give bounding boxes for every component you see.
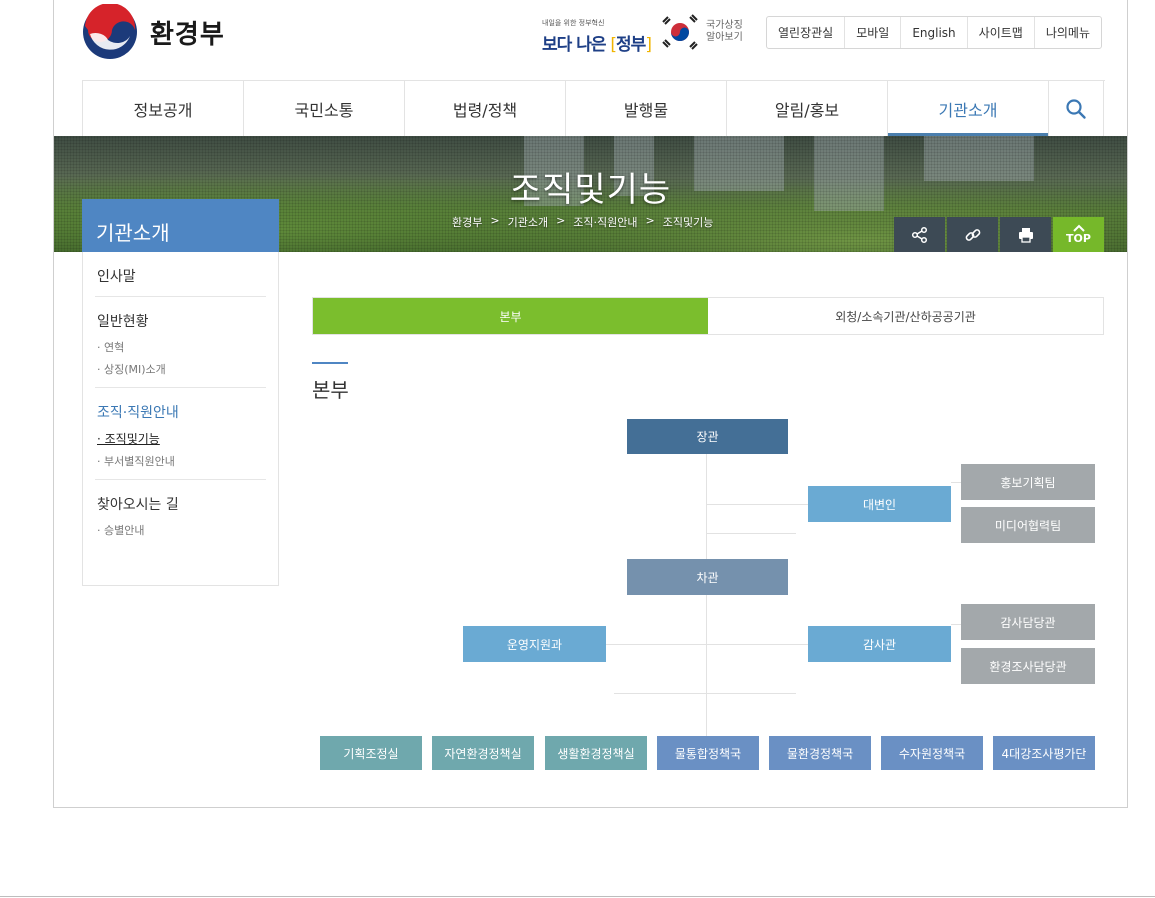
breadcrumb-about[interactable]: 기관소개 [507,216,549,229]
org-connector [951,624,961,625]
copy-link-button[interactable] [947,217,998,252]
print-icon [1018,227,1033,243]
section-title-bar [312,362,348,364]
tab-headquarters[interactable]: 본부 [313,298,708,334]
org-auditor-general[interactable]: 감사관 [808,626,951,662]
side-menu-greeting[interactable]: 인사말 [97,269,136,285]
org-vice-minister[interactable]: 차관 [627,559,788,595]
org-general-services[interactable]: 운영지원과 [463,626,606,662]
org-tabs: 본부 외청/소속기관/산하공공기관 [312,297,1104,335]
side-menu-general-status[interactable]: 일반현황 [97,314,149,330]
org-office-water-resources[interactable]: 수자원정책국 [881,736,983,770]
utility-links: 열린장관실 모바일 English 사이트맵 나의메뉴 [766,16,1103,49]
side-menu-org-function[interactable]: · 조직및기능 [97,432,160,446]
page-container: 환경부 내일을 위한 정부혁신 보다 나은 [정부] 국가상징 알아보기 열린장… [53,0,1128,808]
org-connector [706,454,707,737]
side-menu-title: 기관소개 [82,199,279,252]
taegeuk-logo-icon [83,4,137,59]
org-env-audit-officer[interactable]: 환경조사담당관 [961,648,1095,684]
util-link-minister-office[interactable]: 열린장관실 [767,17,846,48]
org-office-four-rivers[interactable]: 4대강조사평가단 [993,736,1095,770]
org-office-nature[interactable]: 자연환경정책실 [432,736,534,770]
org-pr-team[interactable]: 홍보기획팀 [961,464,1095,500]
side-menu-staff-directory[interactable]: · 부서별직원안내 [97,455,175,468]
gnb-item-news-pr[interactable]: 알림/홍보 [726,81,887,136]
side-menu-history[interactable]: · 연혁 [97,341,125,354]
gnb-item-info-disclosure[interactable]: 정보공개 [82,81,243,136]
org-office-living[interactable]: 생활환경정책실 [545,736,647,770]
logo-text: 환경부 [150,19,225,50]
side-menu-group: 인사말 [95,252,266,297]
gnb-item-laws-policy[interactable]: 법령/정책 [404,81,565,136]
org-connector [706,504,808,505]
side-menu-group: 찾아오시는 길 · 승별안내 [95,480,266,548]
better-government-banner[interactable]: 내일을 위한 정부혁신 보다 나은 [정부] [540,16,652,55]
gnb-item-communication[interactable]: 국민소통 [243,81,404,136]
share-button[interactable] [894,217,945,252]
korean-flag-icon [662,14,698,50]
chevron-up-icon [1072,224,1085,232]
org-connector [606,644,808,645]
gnb-item-publications[interactable]: 발행물 [565,81,726,136]
breadcrumb-home[interactable]: 환경부 [452,216,483,229]
top-label: TOP [1066,232,1091,245]
gnb-item-about[interactable]: 기관소개 [887,81,1048,136]
main-navigation: 정보공개 국민소통 법령/정책 발행물 알림/홍보 기관소개 [82,80,1105,136]
org-office-water-env[interactable]: 물환경정책국 [769,736,871,770]
org-office-planning[interactable]: 기획조정실 [320,736,422,770]
search-button[interactable] [1048,81,1104,136]
org-spokesperson[interactable]: 대변인 [808,486,951,522]
util-link-my-menu[interactable]: 나의메뉴 [1045,26,1091,40]
breadcrumb-organization[interactable]: 조직·직원안내 [573,216,638,229]
better-gov-title: 보다 나은 [정부] [542,35,652,55]
util-link-english[interactable]: English [901,17,968,48]
tab-affiliated-agencies[interactable]: 외청/소속기관/산하공공기관 [835,309,976,324]
org-media-team[interactable]: 미디어협력팀 [961,507,1095,543]
link-icon [965,228,980,241]
section-title: 본부 [312,378,349,402]
national-symbol-label: 국가상징 알아보기 [706,20,743,43]
side-menu-symbol[interactable]: · 상징(MI)소개 [97,363,166,376]
side-menu-group: 조직·직원안내 · 조직및기능 · 부서별직원안내 [95,388,266,480]
better-gov-slogan: 내일을 위한 정부혁신 [542,19,605,27]
org-minister[interactable]: 장관 [627,419,788,454]
org-office-water-integration[interactable]: 물통합정책국 [657,736,759,770]
org-audit-officer[interactable]: 감사담당관 [961,604,1095,640]
breadcrumb: 환경부 > 기관소개 > 조직·직원안내 > 조직및기능 [452,214,714,229]
print-button[interactable] [1000,217,1051,252]
org-connector [614,693,796,694]
side-menu-floor-guide[interactable]: · 승별안내 [97,524,145,537]
side-menu: 인사말 일반현황 · 연혁 · 상징(MI)소개 조직·직원안내 · 조직및기능… [82,252,279,586]
page-title: 조직및기능 [509,170,672,210]
side-menu-group: 일반현황 · 연혁 · 상징(MI)소개 [95,297,266,388]
share-icon [911,226,927,243]
page-tools: TOP [894,217,1104,252]
footer-divider [0,896,1155,897]
util-link-mobile[interactable]: 모바일 [845,17,902,48]
national-symbol-link[interactable]: 국가상징 알아보기 [660,14,743,50]
ministry-logo[interactable]: 환경부 [82,4,225,60]
side-menu-organization[interactable]: 조직·직원안내 [97,405,179,421]
breadcrumb-current: 조직및기능 [662,216,714,229]
org-connector [706,533,796,534]
side-menu-directions[interactable]: 찾아오시는 길 [97,497,179,513]
scroll-top-button[interactable]: TOP [1053,217,1104,252]
util-link-sitemap[interactable]: 사이트맵 [968,17,1035,48]
search-icon [1066,98,1086,119]
org-connector [951,482,961,483]
